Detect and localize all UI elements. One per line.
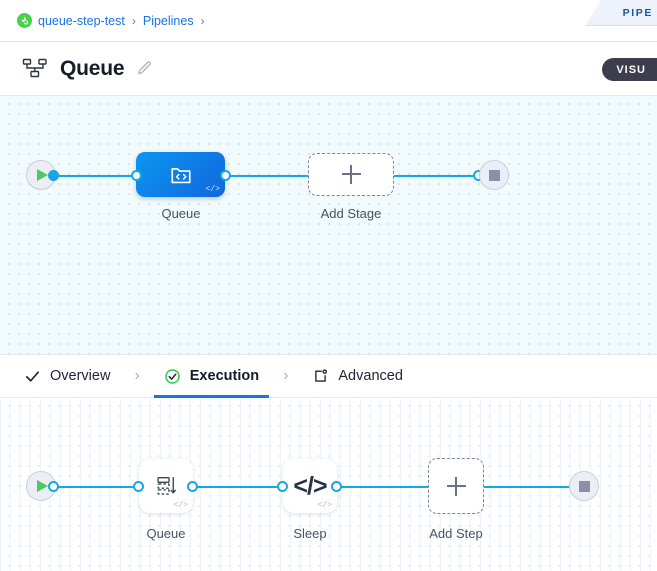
queue-icon xyxy=(156,476,176,495)
code-icon: </> xyxy=(293,471,327,500)
page-header: Queue xyxy=(0,42,657,96)
page-title: Queue xyxy=(60,56,125,80)
step-code-badge: </> xyxy=(317,501,332,510)
pencil-icon[interactable] xyxy=(136,60,153,77)
pipeline-tab-label: PIPE xyxy=(622,6,653,19)
edge-start-to-queue xyxy=(52,175,140,177)
stop-icon xyxy=(578,480,590,492)
check-icon xyxy=(24,368,41,385)
breadcrumb: queue-step-test › Pipelines › xyxy=(0,0,657,42)
end-node[interactable] xyxy=(479,160,509,190)
stage-node-label: Queue xyxy=(161,206,201,221)
step-tabs: Overview › Execution › Advanced xyxy=(0,354,657,398)
tab-overview-label: Overview xyxy=(50,368,111,384)
check-circle-icon xyxy=(164,368,181,385)
stage-queue-output-port[interactable] xyxy=(220,170,231,181)
tab-execution[interactable]: Execution xyxy=(153,354,270,398)
tab-execution-label: Execution xyxy=(189,368,260,384)
stop-icon xyxy=(488,169,500,181)
tab-overview[interactable]: Overview xyxy=(22,354,112,398)
queue-step-input-port[interactable] xyxy=(133,481,144,492)
edge-start-to-queue-step xyxy=(52,486,142,488)
sleep-step-input-port[interactable] xyxy=(277,481,288,492)
add-stage-node[interactable] xyxy=(308,153,394,196)
visual-toggle-label: VISU xyxy=(616,63,646,76)
plus-icon xyxy=(446,476,466,496)
breadcrumb-item-project[interactable]: queue-step-test xyxy=(38,13,125,28)
pipeline-icon xyxy=(22,58,48,80)
stage-queue-input-port[interactable] xyxy=(131,170,142,181)
edge-sleep-to-add xyxy=(336,486,428,488)
tab-separator-2: › xyxy=(283,367,289,384)
stage-node-queue[interactable]: </> xyxy=(136,152,225,197)
code-stage-icon xyxy=(170,167,191,183)
edge-add-to-end xyxy=(392,175,482,177)
tab-separator-1: › xyxy=(134,367,140,384)
add-stage-label: Add Stage xyxy=(320,206,382,221)
edge-queue-to-sleep xyxy=(192,486,287,488)
step-node-queue[interactable]: </> xyxy=(139,459,193,513)
add-step-label: Add Step xyxy=(429,526,483,541)
visual-yaml-toggle[interactable]: VISU xyxy=(602,58,657,81)
breadcrumb-separator: › xyxy=(131,13,136,28)
step-queue-label: Queue xyxy=(146,526,186,541)
edge-add-to-end-step xyxy=(484,486,576,488)
sleep-step-output-port[interactable] xyxy=(331,481,342,492)
play-icon xyxy=(37,169,48,181)
tab-advanced[interactable]: Advanced xyxy=(310,354,405,398)
stage-graph-canvas[interactable]: </> Queue Add Stage xyxy=(0,96,657,354)
breadcrumb-separator-end: › xyxy=(200,13,205,28)
end-node[interactable] xyxy=(569,471,599,501)
advanced-gear-icon xyxy=(312,368,329,385)
step-node-sleep[interactable]: </> </> xyxy=(283,459,337,513)
step-code-badge: </> xyxy=(173,501,188,510)
harness-logo-icon xyxy=(17,13,32,28)
plus-icon xyxy=(341,165,361,184)
start-node-port[interactable] xyxy=(48,170,59,181)
play-icon xyxy=(37,480,48,492)
breadcrumb-item-pipelines[interactable]: Pipelines xyxy=(142,13,194,28)
stage-code-badge: </> xyxy=(205,185,220,194)
queue-step-output-port[interactable] xyxy=(187,481,198,492)
tab-advanced-label: Advanced xyxy=(338,368,403,384)
add-step-node[interactable] xyxy=(428,458,484,514)
start-step-port[interactable] xyxy=(48,481,59,492)
step-graph-canvas[interactable]: </> Queue </> </> Sleep Add Step xyxy=(0,398,657,571)
edge-queue-to-add xyxy=(225,175,310,177)
step-sleep-label: Sleep xyxy=(293,526,327,541)
